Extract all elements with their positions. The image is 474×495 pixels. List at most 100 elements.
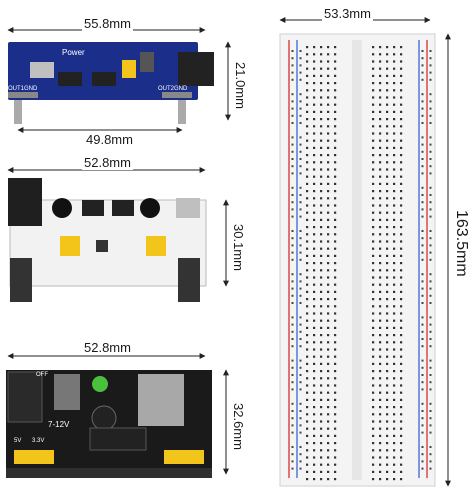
breadboard-hole [386,132,389,135]
rail-hole [429,330,432,333]
breadboard-hole [334,319,337,322]
breadboard-hole [379,60,382,63]
breadboard-hole [393,175,396,178]
breadboard-hole [327,442,330,445]
breadboard-hole [393,82,396,85]
breadboard-hole [313,139,316,142]
rail-hole [291,194,294,196]
rail-hole [421,150,424,153]
breadboard-hole [313,161,316,164]
breadboard-hole [379,470,382,473]
breadboard-hole [327,118,330,121]
breadboard-hole [306,110,309,113]
breadboard-hole [327,305,330,308]
breadboard-hole [400,197,403,200]
breadboard-hole [327,341,330,344]
breadboard-hole [400,478,403,481]
breadboard-hole [306,46,309,49]
breadboard-hole [386,262,389,265]
breadboard-hole [372,67,375,70]
breadboard-hole [327,74,330,77]
breadboard-hole [386,283,389,286]
jumper [146,236,166,256]
breadboard-hole [334,434,337,437]
rail-hole [429,287,432,290]
breadboard-hole [400,110,403,113]
rail-hole [429,258,432,261]
breadboard-hole [372,46,375,49]
breadboard-hole [379,478,382,481]
breadboard-hole [306,175,309,178]
breadboard-hole [379,53,382,56]
breadboard-hole [400,154,403,157]
breadboard-hole [372,175,375,178]
breadboard-hole [393,456,396,459]
breadboard-hole [327,132,330,135]
breadboard-hole [379,348,382,351]
breadboard-hole [334,413,337,416]
breadboard-hole [306,74,309,77]
breadboard-hole [393,154,396,157]
rail-hole [291,330,294,333]
rail-hole [421,172,424,175]
rail-hole [421,431,424,434]
dimension-label-breadboard-height: 163.5mm [453,210,470,277]
breadboard-hole [379,420,382,423]
rail-hole [429,417,432,420]
breadboard-hole [313,226,316,229]
rail-hole [429,194,432,196]
breadboard-hole [400,470,403,473]
rail-hole [291,338,294,340]
rail-hole [429,143,432,146]
rail-hole [421,122,424,124]
breadboard-hole [313,204,316,207]
breadboard-hole [379,298,382,301]
breadboard-hole [334,240,337,243]
breadboard-hole [306,420,309,423]
rail-hole [421,114,424,117]
breadboard-hole [306,60,309,63]
rail-hole [291,57,294,60]
rail-hole [421,165,424,168]
breadboard-hole [372,290,375,293]
breadboard-hole [393,139,396,142]
breadboard-hole [372,60,375,63]
breadboard-hole [393,312,396,315]
rail-hole [291,323,294,326]
rail-hole [421,280,424,283]
breadboard-hole [327,197,330,200]
breadboard-hole [313,182,316,185]
breadboard-hole [320,82,323,85]
breadboard-hole [334,370,337,373]
breadboard-hole [313,53,316,56]
breadboard-hole [334,154,337,157]
rail-hole [421,453,424,456]
breadboard-hole [313,434,316,437]
breadboard-hole [386,254,389,257]
breadboard-hole [379,190,382,193]
rail-hole [421,107,424,110]
rail-hole [291,381,294,384]
breadboard-hole [320,398,323,401]
rail-hole [291,215,294,218]
rail-hole [429,251,432,254]
breadboard-hole [327,175,330,178]
breadboard-hole [372,391,375,394]
breadboard-hole [320,89,323,92]
breadboard-hole [400,74,403,77]
breadboard-hole [313,46,316,49]
breadboard-hole [320,391,323,394]
breadboard-hole [327,298,330,301]
breadboard-hole [379,355,382,358]
breadboard-hole [386,326,389,329]
breadboard-hole [320,355,323,358]
rail-hole [429,273,432,276]
breadboard-hole [313,240,316,243]
breadboard-hole [306,355,309,358]
breadboard-hole [320,190,323,193]
breadboard-hole [306,53,309,56]
breadboard-hole [320,269,323,272]
breadboard-hole [386,175,389,178]
breadboard-hole [320,247,323,250]
breadboard-hole [393,478,396,481]
